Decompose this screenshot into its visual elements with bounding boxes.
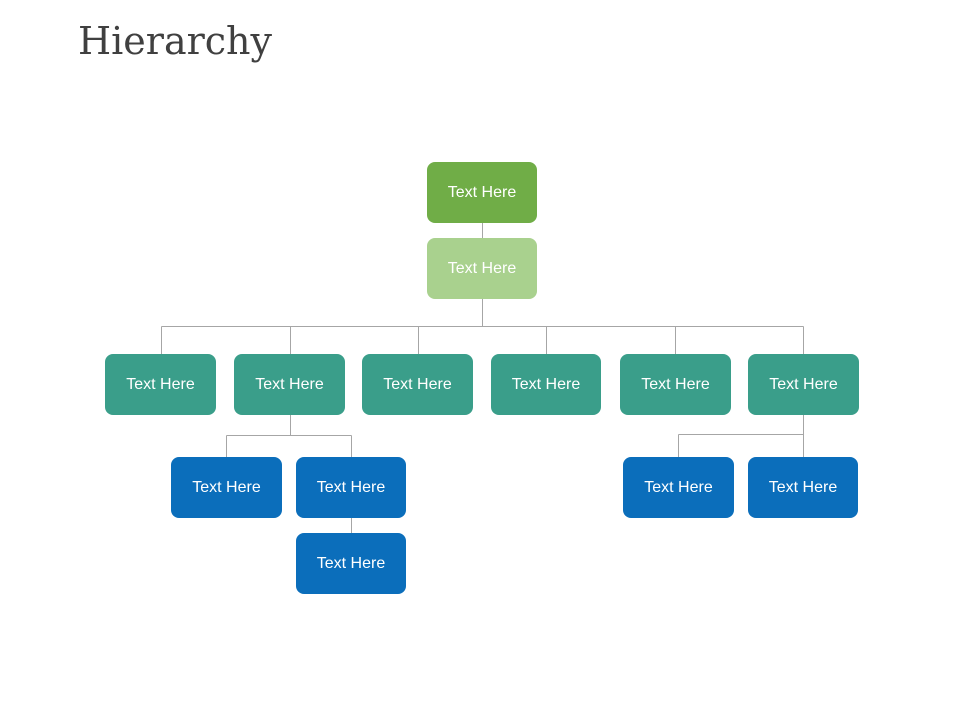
org-node-level1[interactable]: Text Here: [427, 238, 537, 299]
org-node-label: Text Here: [511, 375, 581, 393]
org-node-label: Text Here: [316, 478, 386, 496]
org-node-level3-3[interactable]: Text Here: [623, 457, 734, 518]
org-node-level4-1[interactable]: Text Here: [296, 533, 406, 594]
org-node-level2-5[interactable]: Text Here: [620, 354, 731, 415]
org-node-label: Text Here: [447, 183, 517, 201]
connector-level1-to-level2: [161, 299, 804, 354]
org-node-level2-4[interactable]: Text Here: [491, 354, 601, 415]
org-node-label: Text Here: [447, 259, 517, 277]
org-node-label: Text Here: [768, 478, 838, 496]
org-node-level3-1[interactable]: Text Here: [171, 457, 282, 518]
connector-branch-right: [678, 415, 804, 457]
org-node-label: Text Here: [255, 375, 324, 393]
org-node-label: Text Here: [644, 478, 713, 496]
org-node-level2-1[interactable]: Text Here: [105, 354, 216, 415]
connector-branch-left: [226, 415, 352, 457]
org-node-label: Text Here: [641, 375, 710, 393]
org-node-label: Text Here: [126, 375, 195, 393]
org-node-level3-4[interactable]: Text Here: [748, 457, 858, 518]
org-node-level2-3[interactable]: Text Here: [362, 354, 473, 415]
org-node-label: Text Here: [769, 375, 838, 393]
org-node-level2-2[interactable]: Text Here: [234, 354, 345, 415]
org-node-label: Text Here: [383, 375, 452, 393]
org-node-root[interactable]: Text Here: [427, 162, 537, 223]
org-node-label: Text Here: [316, 554, 386, 572]
page-title: Hierarchy: [78, 19, 272, 63]
org-node-level3-2[interactable]: Text Here: [296, 457, 406, 518]
org-node-label: Text Here: [192, 478, 261, 496]
org-node-level2-6[interactable]: Text Here: [748, 354, 859, 415]
